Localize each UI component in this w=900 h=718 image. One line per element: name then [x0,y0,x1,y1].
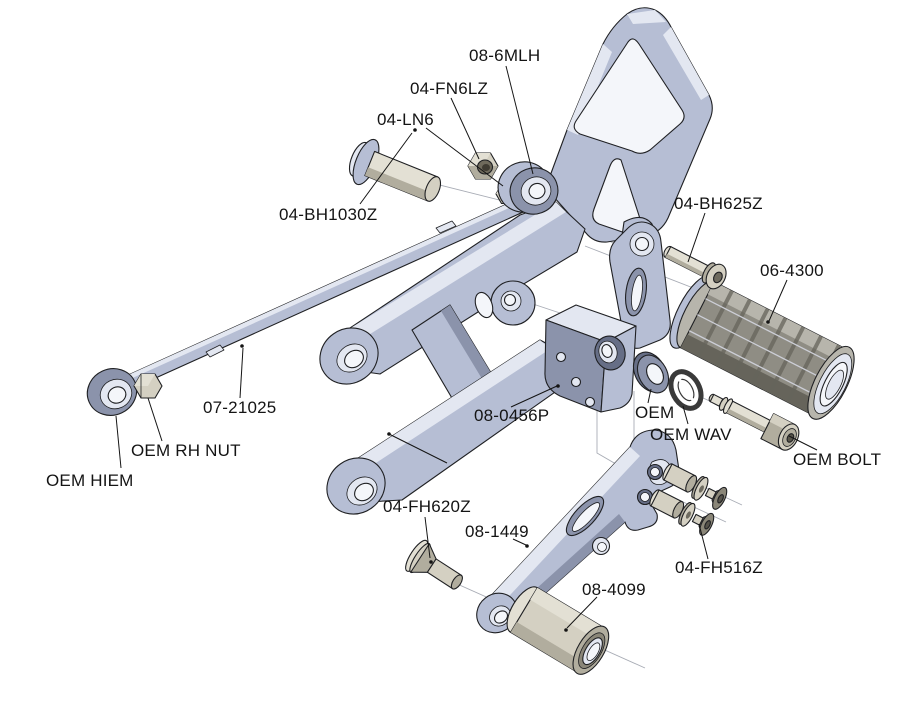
plate-kite-hole [573,38,685,154]
leader-dot [564,628,568,632]
upper-eyelet-hole [344,349,364,369]
bracket-upper-arm-top [344,202,566,344]
spherical-bearing [497,161,559,215]
leader-dot [556,384,560,388]
leader-lines [115,65,818,632]
bh625z-bolt [663,245,727,290]
leader-dot [413,128,417,132]
label-OEM: OEM [635,403,674,422]
leader-04-BH625Z [687,212,706,263]
leader-04-BH1030Z [359,132,413,205]
label-04-LN6: 04-LN6 [377,110,434,129]
heel-guard-hole [650,467,660,477]
leader-dot [766,320,770,324]
leader-08-6MLH [505,65,534,175]
label-OEM-RH-NUT: OEM RH NUT [131,441,241,460]
leader-dot [387,432,391,436]
heel-guard-top-face [487,447,640,609]
block-hole [570,376,582,388]
rh-nut [133,373,163,399]
leader-04-FH620Z [424,516,431,559]
label-08-6MLH: 08-6MLH [469,46,540,65]
label-OEM-HIEM: OEM HIEM [46,471,134,490]
label-08-0456P: 08-0456P [474,406,549,425]
leader-dot [240,344,244,348]
bearing-bore [528,182,546,200]
heel-guard-hole [640,492,650,502]
plate-facet [567,44,612,135]
flange-nut [467,152,499,180]
leader-04-FN6LZ [450,97,480,160]
label-08-1449: 08-1449 [465,522,529,541]
oem-washer-hole [646,363,664,385]
lower-eyelet-hole [354,482,374,502]
label-08-4099: 08-4099 [582,580,646,599]
leader-08-0456P [510,385,558,408]
leader-06-4300 [768,279,788,322]
label-04-FN6LZ: 04-FN6LZ [410,79,488,98]
plate-facet [663,27,709,100]
bracket-oval-hole [474,291,494,319]
label-06-4300: 06-4300 [760,261,824,280]
leader-dot [429,560,433,564]
heim-joint [86,368,138,416]
leader-OEM-HIEM [115,415,122,469]
label-04-FH516Z: 04-FH516Z [675,558,763,577]
bh1030z-bolt [348,138,442,202]
leader-08-4099 [566,596,598,629]
oem-washer [632,351,670,394]
block-hole [555,351,567,363]
oem-wave-washer [668,369,704,411]
leader-04-FH516Z [698,523,709,560]
foot-peg [669,275,855,420]
pivot-boss-hole [503,293,517,307]
rod-flat [435,220,457,234]
block-hole [584,396,596,408]
leader-07-21025 [239,347,244,399]
leader-OEM-WAV [682,405,689,425]
label-07-21025: 07-21025 [203,398,276,417]
rod-flat [205,344,225,358]
label-OEM-WAV: OEM WAV [650,425,732,444]
leader-OEM-BOLT [788,435,818,451]
label-04-FH620Z: 04-FH620Z [383,497,471,516]
leader-08-1449 [512,538,527,546]
bracket-lower-arm-top [346,340,550,476]
oem-bolt [708,393,800,451]
heel-guard-hole [597,542,607,552]
plate-facet [627,10,666,24]
fh516z-assembly [662,463,728,510]
pivot-lever-block [544,221,671,413]
leader-main-bracket [388,433,448,464]
main-bracket [319,201,586,515]
leader-dot [525,544,529,548]
label-OEM-BOLT: OEM BOLT [793,450,881,469]
leader-OEM [647,388,652,404]
spacer-08-4099 [506,586,610,675]
fh620z-bolt [405,539,463,590]
leader-OEM-RH-NUT [147,397,163,442]
label-04-BH1030Z: 04-BH1030Z [279,205,377,224]
leader-04-LN6 [425,127,504,187]
part-labels: 08-6MLH 04-FN6LZ 04-LN6 04-BH1030Z 04-BH… [46,46,881,599]
label-04-BH625Z: 04-BH625Z [674,194,763,213]
lever-top-hole [634,236,650,252]
heim-hole [107,386,127,404]
